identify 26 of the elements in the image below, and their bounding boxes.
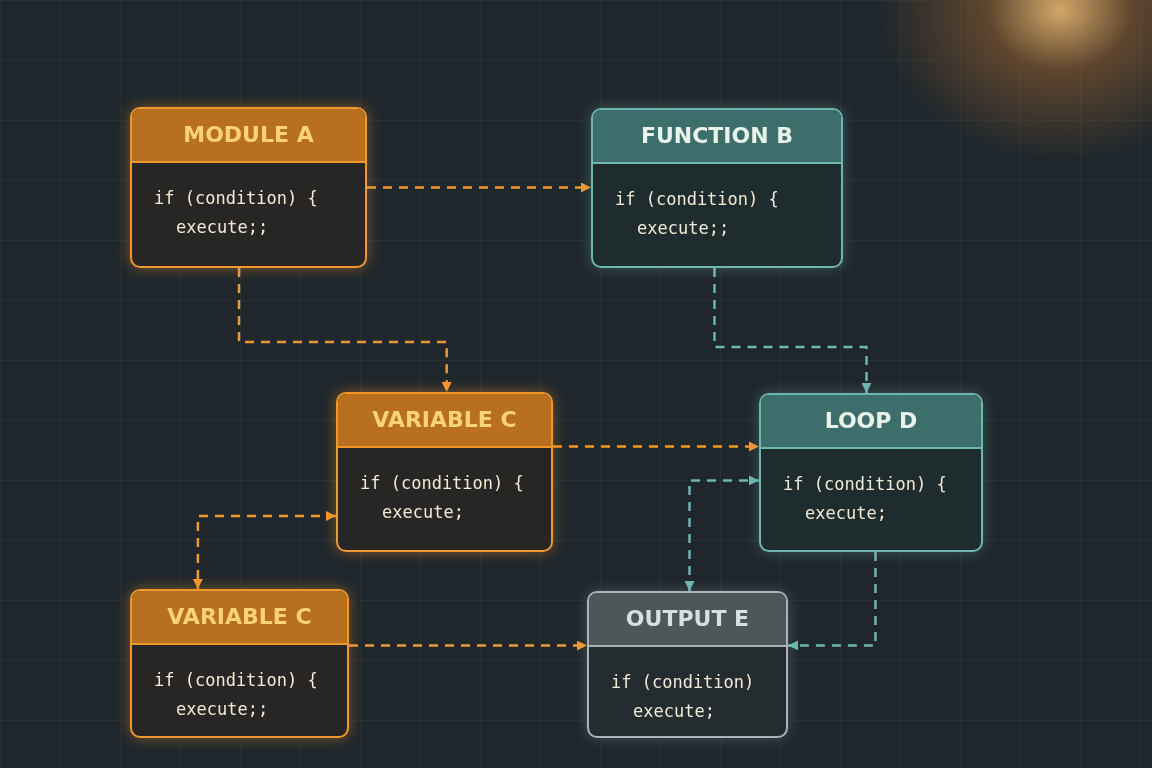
code-snippet: if (condition) execute; [611, 671, 756, 723]
dashed-arrow [349, 640, 587, 651]
dashed-arrow [713, 268, 872, 393]
code-snippet: if (condition) { execute;; [154, 187, 319, 239]
dashed-arrow [788, 552, 877, 651]
dashed-arrow [684, 475, 759, 591]
card-title: FUNCTION B [593, 110, 841, 164]
code-card [336, 392, 553, 552]
dashed-arrow [367, 182, 591, 193]
code-snippet: if (condition) { execute; [783, 473, 948, 525]
card-title: OUTPUT E [589, 593, 786, 647]
card-title: LOOP D [761, 395, 981, 449]
code-card [130, 107, 367, 268]
code-card [759, 393, 983, 552]
code-card [130, 589, 349, 738]
code-snippet: if (condition) { execute; [360, 472, 525, 524]
code-snippet: if (condition) { execute;; [615, 188, 780, 240]
dashed-arrow [553, 441, 759, 452]
card-title: VARIABLE C [338, 394, 551, 448]
code-card [591, 108, 843, 268]
code-snippet: if (condition) { execute;; [154, 669, 319, 721]
card-title: VARIABLE C [132, 591, 347, 645]
code-card [587, 591, 788, 738]
card-title: MODULE A [132, 109, 365, 163]
dashed-arrow [237, 268, 452, 392]
dashed-arrow [192, 511, 336, 589]
